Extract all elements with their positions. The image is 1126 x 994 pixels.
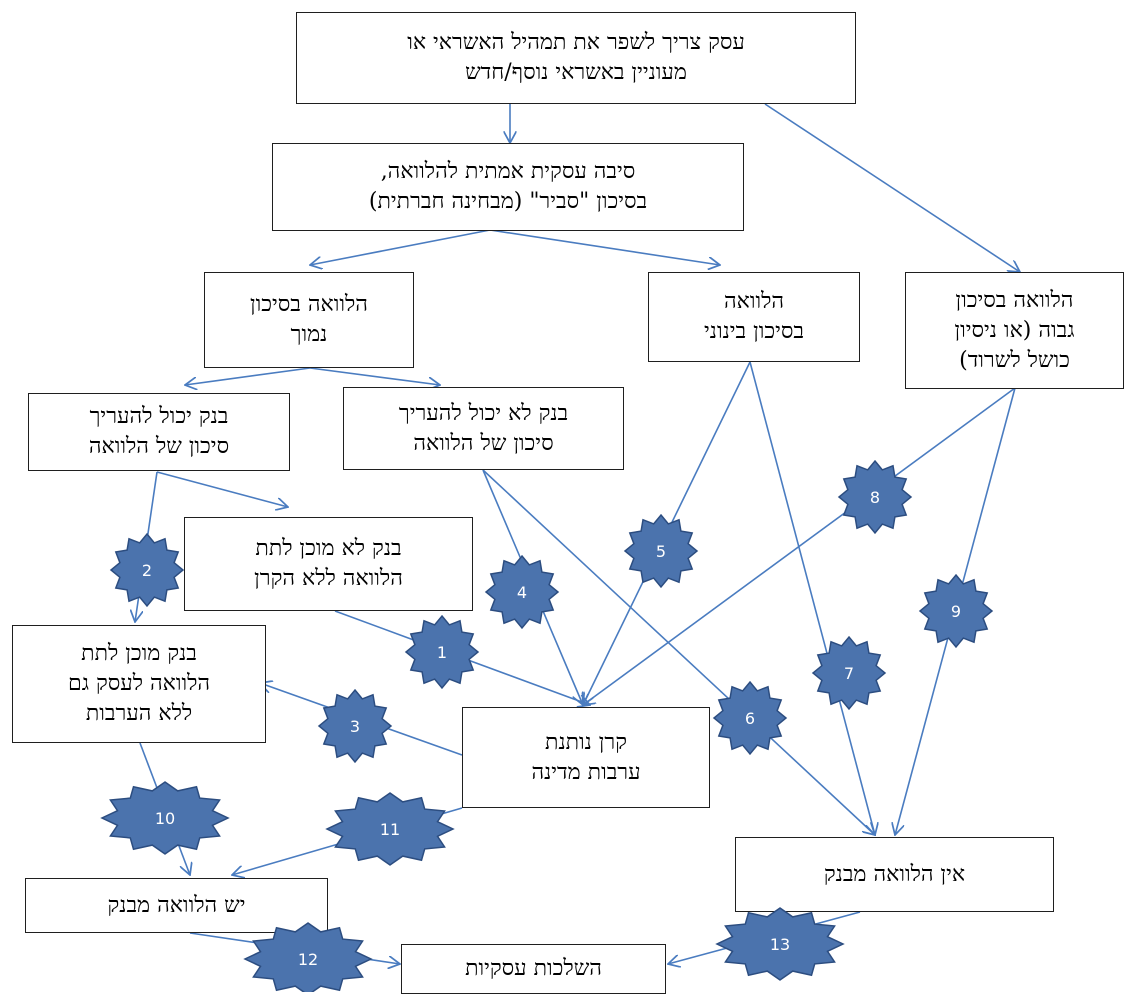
bank-not-ready-box: בנק לא מוכן לתת הלוואה ללא הקרן [184, 517, 473, 611]
arrow-medium-risk-to-no-loan [749, 361, 875, 835]
badge-7: 7 [811, 635, 887, 711]
badge-label: 11 [380, 820, 400, 839]
high-risk-box: הלוואה בסיכון גבוה (או ניסיון כושל לשרוד… [905, 272, 1124, 389]
medium-risk-box: הלוואה בסיכון בינוני [648, 272, 860, 362]
start-text: עסק צריך לשפר את תמהיל האשראי או מעוניין… [407, 30, 745, 85]
arrow-bank-can-to-not-ready [156, 471, 288, 507]
badge-star-shape [623, 513, 699, 589]
badge-label: 1 [437, 643, 447, 662]
low-risk-text: הלוואה בסיכון נמוך [250, 292, 368, 347]
badge-star-shape [109, 532, 185, 608]
bank-cannot-box: בנק לא יכול להעריך סיכון של הלוואה [343, 387, 624, 470]
bank-can-box: בנק יכול להעריך סיכון של הלוואה [28, 393, 290, 471]
badge-5: 5 [623, 513, 699, 589]
badge-3: 3 [317, 688, 393, 764]
high-risk-text: הלוואה בסיכון גבוה (או ניסיון כושל לשרוד… [954, 287, 1075, 373]
has-loan-text: יש הלוואה מבנק [107, 892, 246, 918]
badge-star-shape [918, 573, 994, 649]
badge-8: 8 [837, 459, 913, 535]
badge-label: 4 [517, 583, 527, 602]
business-implications-text: השלכות עסקיות [465, 956, 602, 981]
badge-label: 9 [951, 602, 961, 621]
badge-12: 12 [243, 922, 373, 992]
badge-label: 2 [142, 561, 152, 580]
reason-text: סיבה עסקית אמתית להלוואה, בסיכון "סביר" … [368, 159, 648, 214]
badge-9: 9 [918, 573, 994, 649]
badge-star-shape [712, 680, 788, 756]
start-box: עסק צריך לשפר את תמהיל האשראי או מעוניין… [296, 12, 856, 104]
bank-ready-text: בנק מוכן לתת הלוואה לעסק גם ללא הערבות [67, 641, 211, 726]
badge-star-shape [811, 635, 887, 711]
badge-star-shape [837, 459, 913, 535]
badge-star-shape [325, 792, 455, 866]
arrow-low-risk-to-bank-cannot [309, 367, 440, 385]
arrow-bank-cannot-to-no-loan [482, 469, 875, 835]
medium-risk-text: הלוואה בסיכון בינוני [704, 289, 804, 344]
badge-label: 7 [844, 664, 854, 683]
arrow-reason-to-medium-risk [489, 229, 720, 265]
badge-1: 1 [404, 614, 480, 690]
bank-can-text: בנק יכול להעריך סיכון של הלוואה [88, 404, 230, 459]
badge-label: 10 [155, 809, 175, 828]
bank-not-ready-text: בנק לא מוכן לתת הלוואה ללא הקרן [254, 536, 403, 591]
badge-label: 13 [770, 935, 790, 954]
badge-13: 13 [715, 907, 845, 981]
badge-label: 6 [745, 709, 755, 728]
bank-ready-box: בנק מוכן לתת הלוואה לעסק גם ללא הערבות [12, 625, 266, 743]
badge-star-shape [317, 688, 393, 764]
bank-cannot-text: בנק לא יכול להעריך סיכון של הלוואה [398, 400, 569, 456]
arrow-start-to-high-risk [764, 103, 1020, 272]
business-implications-box: השלכות עסקיות [401, 944, 666, 994]
arrow-high-risk-to-fund [583, 387, 1016, 705]
badge-label: 3 [350, 717, 360, 736]
badge-star-shape [100, 781, 230, 855]
fund-gives-text: קרן נותנת ערבות מדינה [531, 729, 641, 785]
badge-label: 12 [298, 950, 318, 969]
badge-11: 11 [325, 792, 455, 866]
badge-label: 8 [870, 488, 880, 507]
badge-2: 2 [109, 532, 185, 608]
fund-gives-box: קרן נותנת ערבות מדינה [462, 707, 710, 808]
badge-star-shape [484, 554, 560, 630]
arrow-reason-to-low-risk [310, 229, 491, 265]
badge-star-shape [715, 907, 845, 981]
badge-label: 5 [656, 542, 666, 561]
badge-10: 10 [100, 781, 230, 855]
has-loan-box: יש הלוואה מבנק [25, 878, 328, 933]
badge-4: 4 [484, 554, 560, 630]
reason-box: סיבה עסקית אמתית להלוואה, בסיכון "סביר" … [272, 143, 744, 231]
low-risk-box: הלוואה בסיכון נמוך [204, 272, 414, 368]
arrow-low-risk-to-bank-can [185, 367, 311, 385]
badge-6: 6 [712, 680, 788, 756]
badge-star-shape [404, 614, 480, 690]
badge-star-shape [243, 922, 373, 992]
no-loan-text: אין הלוואה מבנק [823, 861, 966, 887]
no-loan-box: אין הלוואה מבנק [735, 837, 1054, 912]
